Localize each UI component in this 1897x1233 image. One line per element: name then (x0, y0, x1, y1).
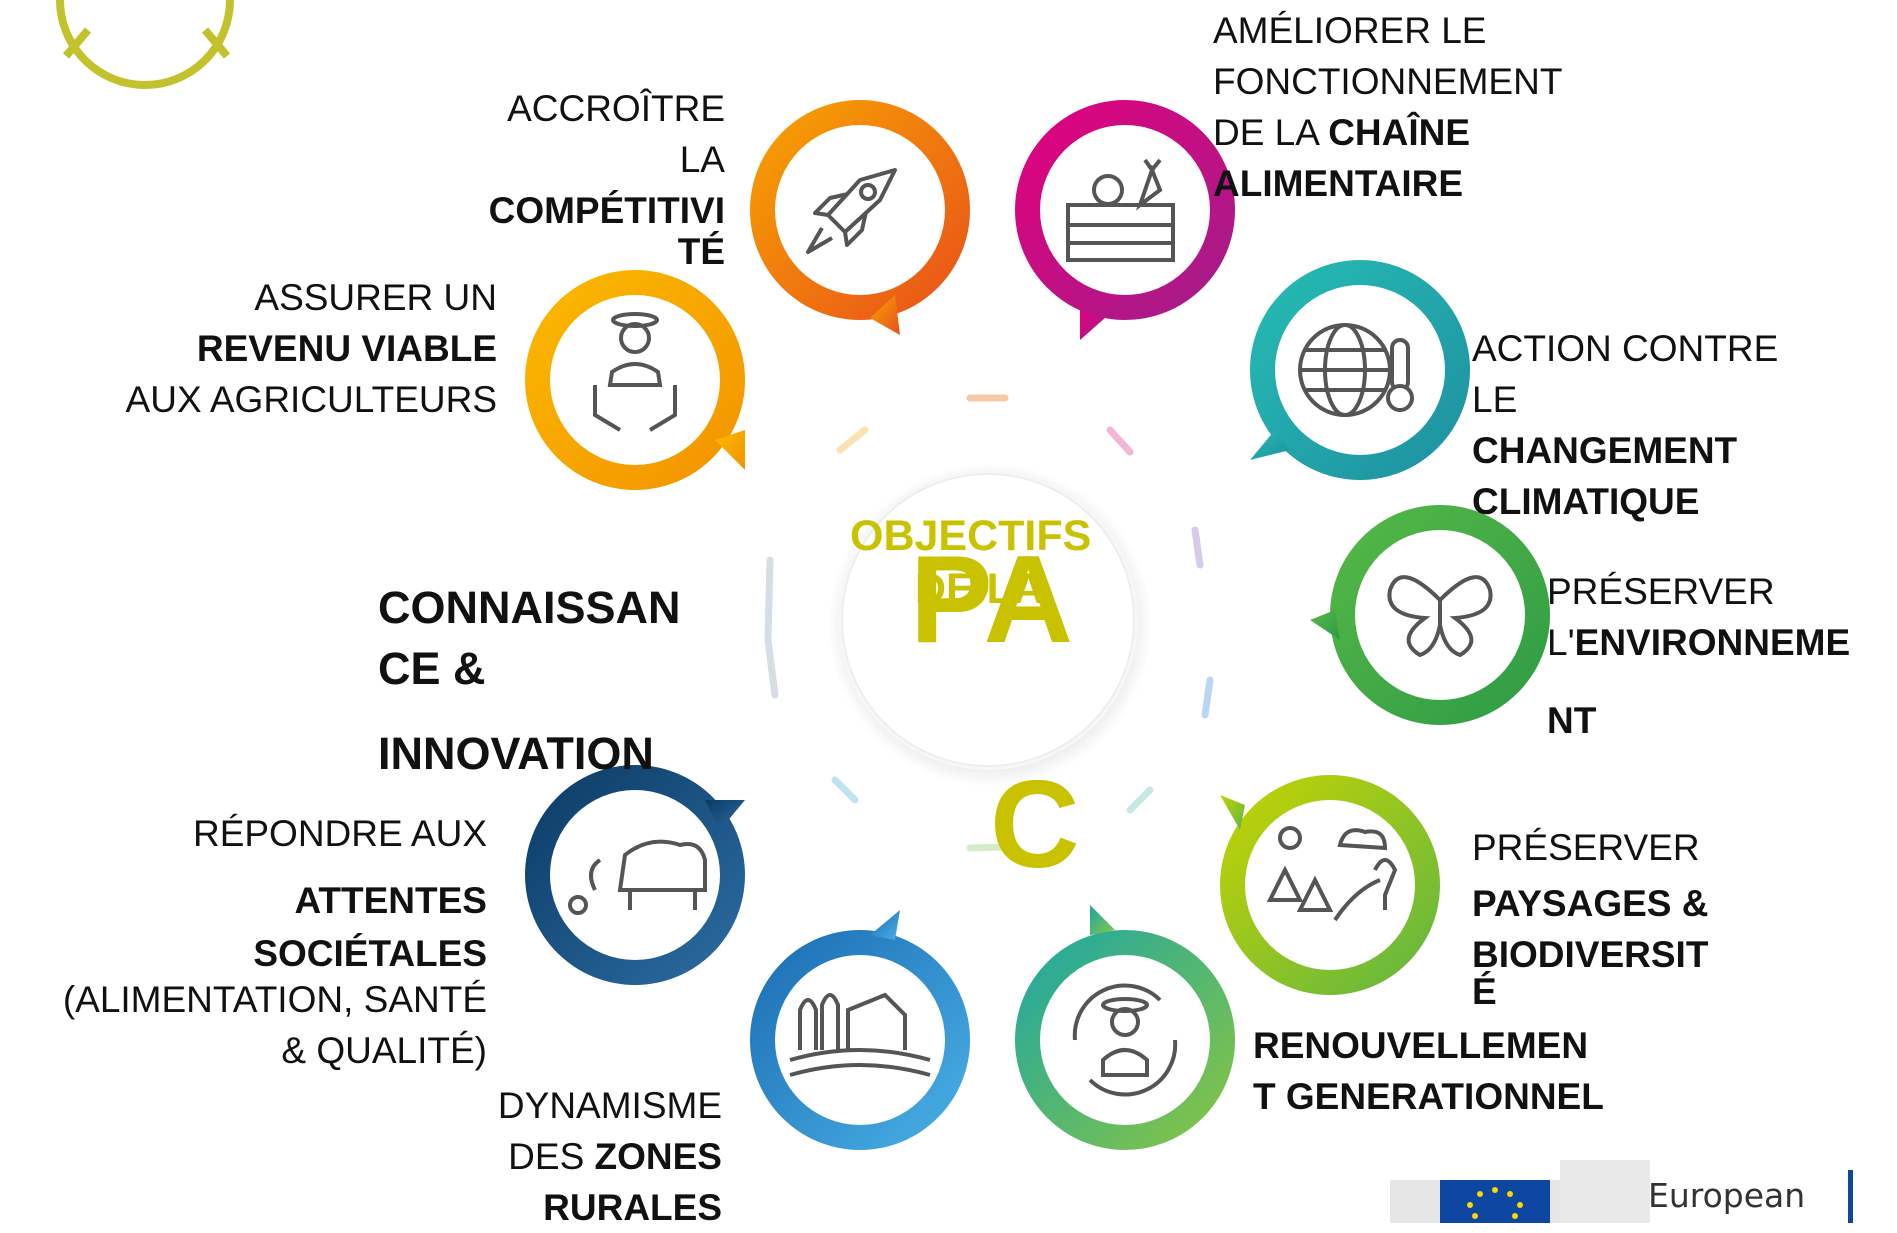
label-environnement: PRÉSERVER L'ENVIRONNEME NT (1547, 571, 1851, 741)
center-title-line1: OBJECTIFS (850, 512, 1092, 560)
climat-circle[interactable] (1250, 260, 1470, 480)
label-chaine: AMÉLIORER LE FONCTIONNEMENT DE LA CHAÎNE… (1213, 10, 1563, 204)
attentes-circle[interactable] (525, 765, 745, 985)
food-crate-icon (1066, 158, 1175, 262)
generation-circle[interactable] (1015, 905, 1235, 1150)
eu-commission-logo (1390, 1160, 1853, 1223)
eu-logo-text: European (1648, 1176, 1806, 1215)
center-hub (828, 463, 1152, 787)
butterfly-icon (1387, 575, 1493, 658)
zones-circle[interactable] (750, 910, 970, 1150)
center-acronym-pa: PA (910, 531, 1074, 669)
rocket-icon (806, 168, 897, 254)
eu-stars-icon (1467, 1187, 1523, 1219)
hub-dashed-ring (764, 394, 1214, 852)
label-generation: RENOUVELLEMEN T GENERATIONNEL (1253, 1025, 1604, 1117)
farmer-hands-icon (593, 312, 677, 432)
competitivite-circle[interactable] (750, 100, 970, 335)
globe-thermometer-icon (1298, 323, 1414, 417)
animals-icon (568, 839, 707, 915)
farm-house-icon (789, 992, 931, 1077)
revenu-circle[interactable] (525, 270, 745, 490)
label-attentes: RÉPONDRE AUX ATTENTES SOCIÉTALES (ALIMEN… (62, 813, 487, 1071)
chaine-circle[interactable] (1015, 100, 1235, 340)
label-climat: ACTION CONTRE LE CHANGEMENT CLIMATIQUE (1472, 328, 1779, 522)
label-paysages: PRÉSERVER PAYSAGES & BIODIVERSIT É (1472, 827, 1709, 1012)
label-zones: DYNAMISME DES ZONES RURALES (497, 1085, 722, 1228)
label-connaissance: CONNAISSAN CE & INNOVATION (378, 582, 681, 779)
label-competitivite: ACCROÎTRE LA COMPÉTITIVI TÉ (488, 88, 725, 272)
farmer-cycle-icon (1072, 983, 1178, 1097)
environnement-circle[interactable] (1310, 505, 1550, 725)
label-revenu: ASSURER UN REVENU VIABLE AUX AGRICULTEUR… (125, 277, 497, 420)
center-acronym-c: C (990, 756, 1080, 894)
paysages-circle[interactable] (1220, 775, 1440, 995)
landscape-icon (1266, 826, 1398, 922)
target-logo-icon (56, 0, 234, 89)
center-title-line2: DE LA (915, 565, 1044, 613)
